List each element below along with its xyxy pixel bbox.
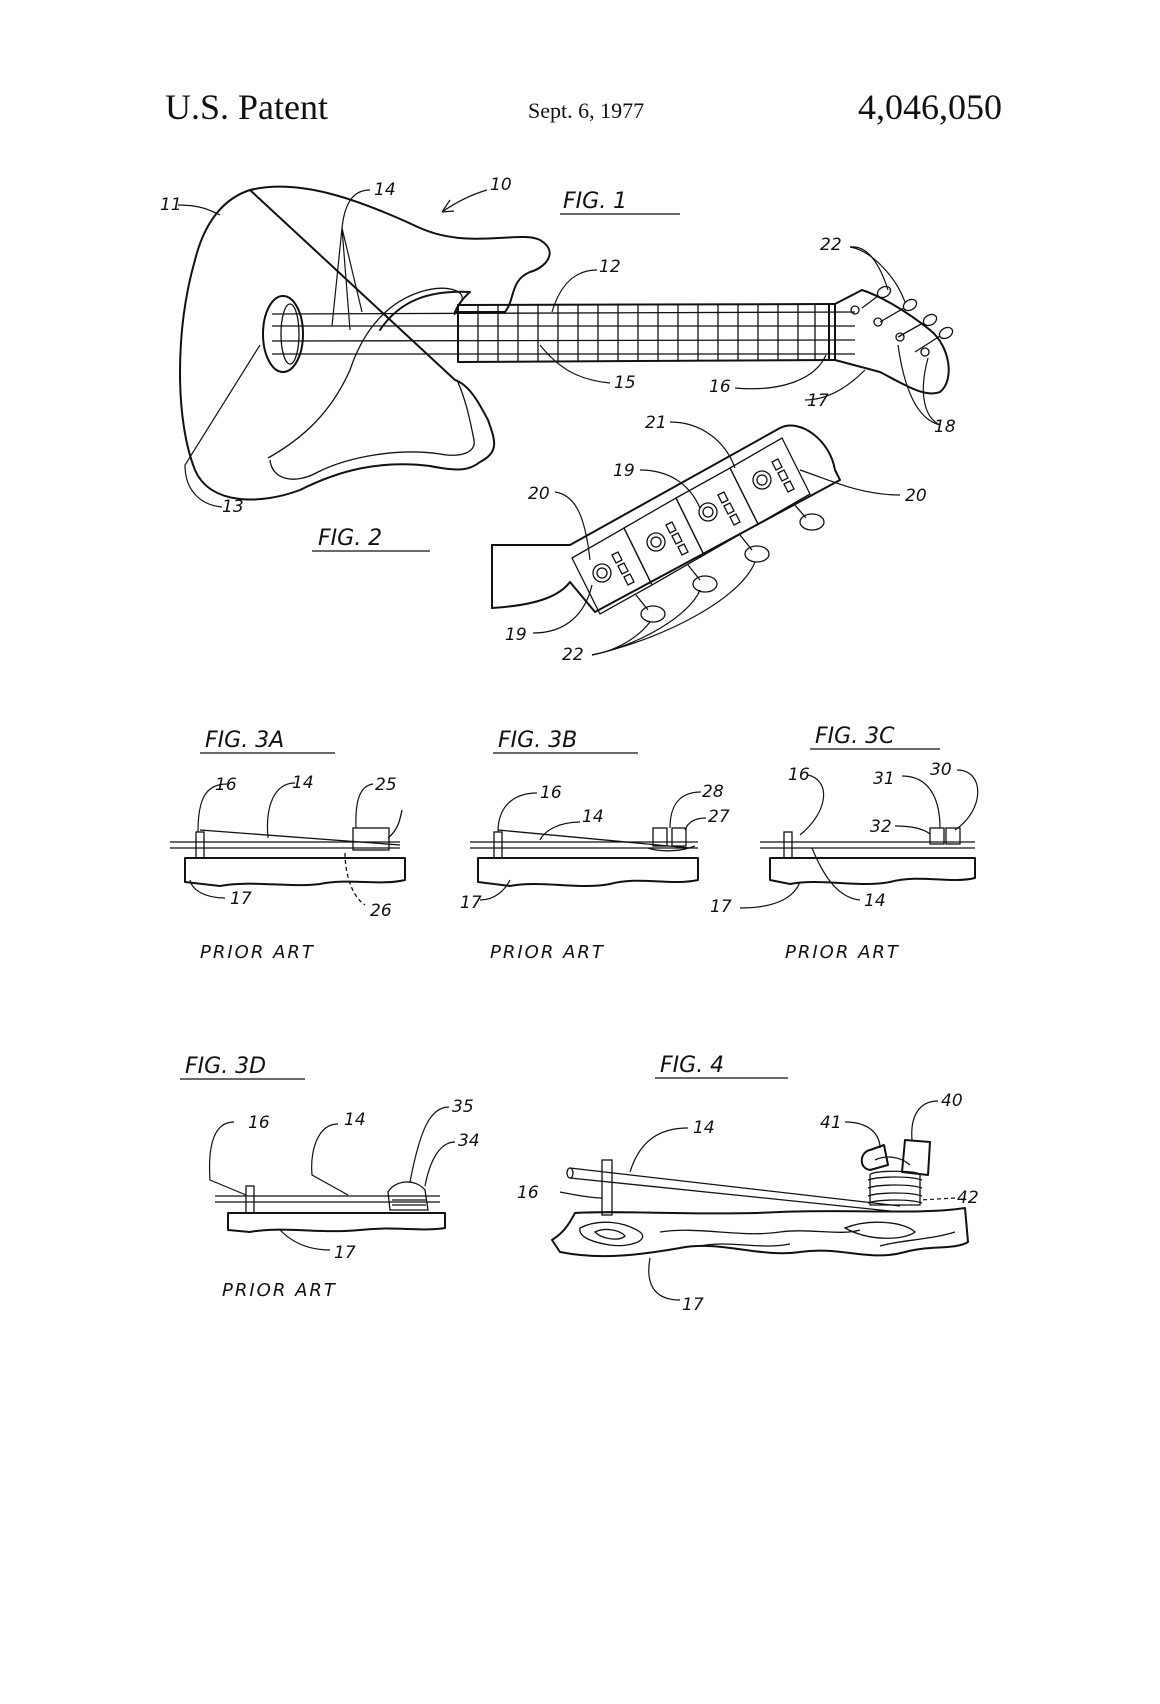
fig2-tuners: FIG. 2 20 19 21 20 19 22 bbox=[312, 413, 927, 665]
ref-16-3a: 16 bbox=[215, 775, 237, 795]
prior-art-3b: PRIOR ART bbox=[490, 942, 605, 963]
ref-17: 17 bbox=[807, 391, 829, 411]
ref-41: 41 bbox=[820, 1113, 842, 1133]
ref-20-left: 20 bbox=[528, 484, 550, 504]
ref-16-4: 16 bbox=[517, 1183, 539, 1203]
prior-art-3d: PRIOR ART bbox=[222, 1280, 337, 1301]
fig3c: FIG. 3C 16 31 30 32 17 14 PRIOR ART bbox=[710, 724, 978, 963]
fig1-guitar: FIG. 1 11 14 10 12 15 16 17 22 18 13 bbox=[160, 175, 956, 517]
fig3a: FIG. 3A 16 14 25 17 26 PRIOR ART bbox=[170, 728, 405, 963]
ref-14-3c: 14 bbox=[864, 891, 886, 911]
ref-31: 31 bbox=[873, 769, 895, 789]
ref-40: 40 bbox=[941, 1091, 963, 1111]
ref-42: 42 bbox=[957, 1188, 979, 1208]
ref-28: 28 bbox=[702, 782, 724, 802]
prior-art-3c: PRIOR ART bbox=[785, 942, 900, 963]
ref-16-3c: 16 bbox=[788, 765, 810, 785]
ref-35: 35 bbox=[452, 1097, 474, 1117]
ref-15: 15 bbox=[614, 373, 636, 393]
ref-21: 21 bbox=[645, 413, 667, 433]
fig2-title: FIG. 2 bbox=[318, 526, 382, 551]
ref-34: 34 bbox=[458, 1131, 480, 1151]
ref-32: 32 bbox=[870, 817, 892, 837]
ref-19-top: 19 bbox=[613, 461, 635, 481]
ref-16: 16 bbox=[709, 377, 731, 397]
ref-22-bottom: 22 bbox=[562, 645, 584, 665]
ref-17-3d: 17 bbox=[334, 1243, 356, 1263]
fig3c-title: FIG. 3C bbox=[815, 724, 895, 749]
ref-30: 30 bbox=[930, 760, 952, 780]
ref-17-4: 17 bbox=[682, 1295, 704, 1315]
ref-13: 13 bbox=[222, 497, 244, 517]
ref-27: 27 bbox=[708, 807, 730, 827]
fig3b-title: FIG. 3B bbox=[498, 728, 577, 753]
prior-art-3a: PRIOR ART bbox=[200, 942, 315, 963]
fig3d: FIG. 3D 16 14 35 34 17 PRIOR ART bbox=[180, 1054, 480, 1301]
ref-25: 25 bbox=[375, 775, 397, 795]
ref-16-3d: 16 bbox=[248, 1113, 270, 1133]
ref-17-3a: 17 bbox=[230, 889, 252, 909]
ref-14-3d: 14 bbox=[344, 1110, 366, 1130]
ref-14-4: 14 bbox=[693, 1118, 715, 1138]
ref-10: 10 bbox=[490, 175, 512, 195]
ref-17-3b: 17 bbox=[460, 893, 482, 913]
ref-22: 22 bbox=[820, 235, 842, 255]
ref-14-3a: 14 bbox=[292, 773, 314, 793]
ref-26: 26 bbox=[370, 901, 392, 921]
ref-12: 12 bbox=[599, 257, 621, 277]
ref-11: 11 bbox=[160, 195, 182, 215]
ref-14-3b: 14 bbox=[582, 807, 604, 827]
fig1-title: FIG. 1 bbox=[563, 189, 627, 214]
fig3d-title: FIG. 3D bbox=[185, 1054, 266, 1079]
fig4: FIG. 4 bbox=[517, 1053, 979, 1315]
ref-18: 18 bbox=[934, 417, 956, 437]
ref-14: 14 bbox=[374, 180, 396, 200]
fig4-title: FIG. 4 bbox=[660, 1053, 724, 1078]
ref-20-right: 20 bbox=[905, 486, 927, 506]
fig3a-title: FIG. 3A bbox=[205, 728, 284, 753]
ref-19-bottom: 19 bbox=[505, 625, 527, 645]
fig3b: FIG. 3B 16 14 28 27 17 PRIOR ART bbox=[460, 728, 730, 963]
ref-17-3c: 17 bbox=[710, 897, 732, 917]
ref-16-3b: 16 bbox=[540, 783, 562, 803]
